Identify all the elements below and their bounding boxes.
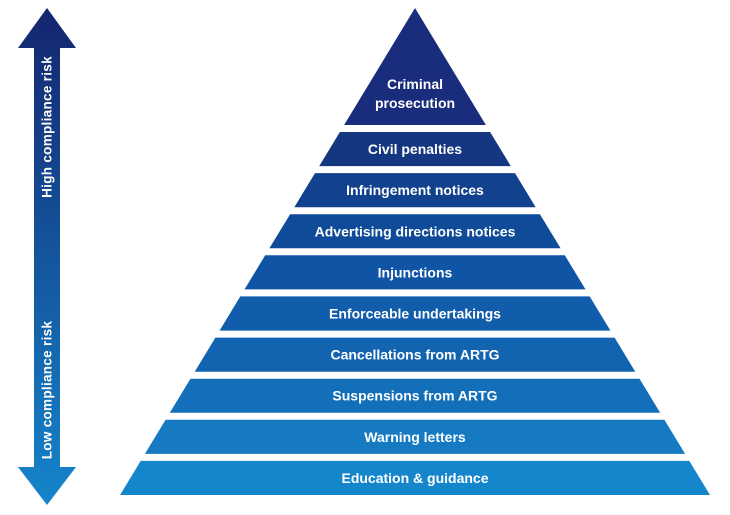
tier-label: Criminal: [387, 76, 443, 92]
pyramid-tier-2: [294, 173, 536, 208]
pyramid-tier-1: [319, 132, 511, 167]
tier-label: Suspensions from ARTG: [332, 388, 497, 404]
tier-label: Enforceable undertakings: [329, 306, 501, 322]
pyramid-tier-0: [344, 8, 486, 125]
pyramid-tier-5: [219, 296, 611, 331]
pyramid-tier-9: [120, 460, 710, 495]
pyramid-tier-7: [169, 378, 661, 413]
tier-label: Advertising directions notices: [315, 223, 516, 239]
low-compliance-risk-label: Low compliance risk: [40, 321, 55, 460]
tier-label: Education & guidance: [341, 470, 488, 486]
tier-label: Injunctions: [378, 264, 453, 280]
risk-axis-arrow: High compliance risk Low compliance risk: [18, 8, 76, 505]
pyramid-tier-4: [244, 255, 586, 290]
high-compliance-risk-label: High compliance risk: [40, 56, 55, 198]
pyramid-tier-3: [269, 214, 561, 249]
tier-label: Civil penalties: [368, 141, 462, 157]
tier-label: Infringement notices: [346, 182, 484, 198]
tier-label: Warning letters: [364, 429, 466, 445]
tier-label: prosecution: [375, 95, 455, 111]
tier-label: Cancellations from ARTG: [330, 347, 499, 363]
pyramid-tier-8: [144, 419, 686, 454]
pyramid-tier-6: [194, 337, 636, 372]
risk-axis-arrow-shape: [18, 8, 76, 505]
